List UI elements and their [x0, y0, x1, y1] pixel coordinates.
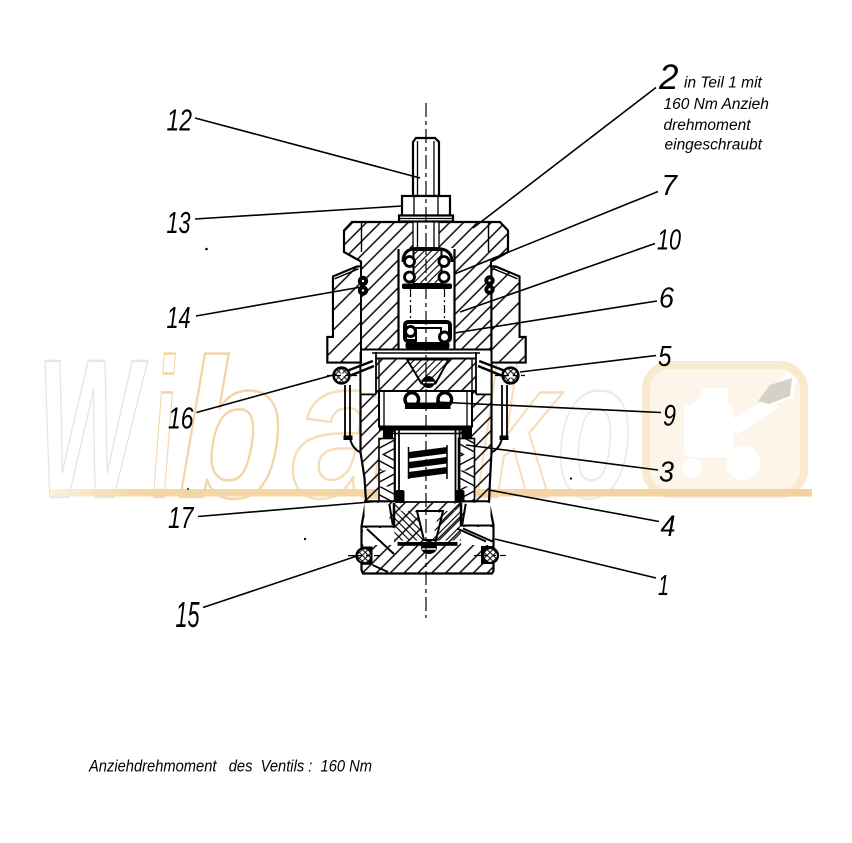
svg-text:5: 5	[658, 341, 672, 373]
svg-text:160 Nm Anzieh: 160 Nm Anzieh	[664, 96, 769, 113]
svg-text:W: W	[37, 318, 148, 539]
svg-text:9: 9	[663, 400, 676, 433]
svg-text:12: 12	[167, 103, 193, 138]
svg-text:16: 16	[168, 401, 194, 436]
svg-text:in Teil 1 mit: in Teil 1 mit	[684, 75, 763, 92]
svg-text:4: 4	[661, 510, 676, 543]
svg-text:b: b	[177, 318, 283, 539]
svg-text:10: 10	[657, 225, 681, 257]
svg-text:eingeschraubt: eingeschraubt	[665, 137, 763, 154]
svg-text:2: 2	[658, 58, 678, 97]
svg-text:drehmoment: drehmoment	[664, 117, 752, 134]
svg-text:3: 3	[659, 457, 674, 489]
svg-text:i: i	[152, 318, 176, 539]
svg-text:o: o	[557, 318, 632, 539]
svg-text:1: 1	[658, 570, 669, 602]
svg-text:13: 13	[167, 205, 191, 240]
svg-text:17: 17	[168, 500, 195, 535]
svg-text:14: 14	[167, 300, 191, 335]
svg-text:Anziehdrehmoment des Ventil: Anziehdrehmoment des Ventils : 160 Nm	[88, 757, 372, 776]
svg-text:15: 15	[176, 594, 201, 635]
svg-text:7: 7	[662, 170, 679, 202]
svg-text:6: 6	[659, 283, 675, 315]
